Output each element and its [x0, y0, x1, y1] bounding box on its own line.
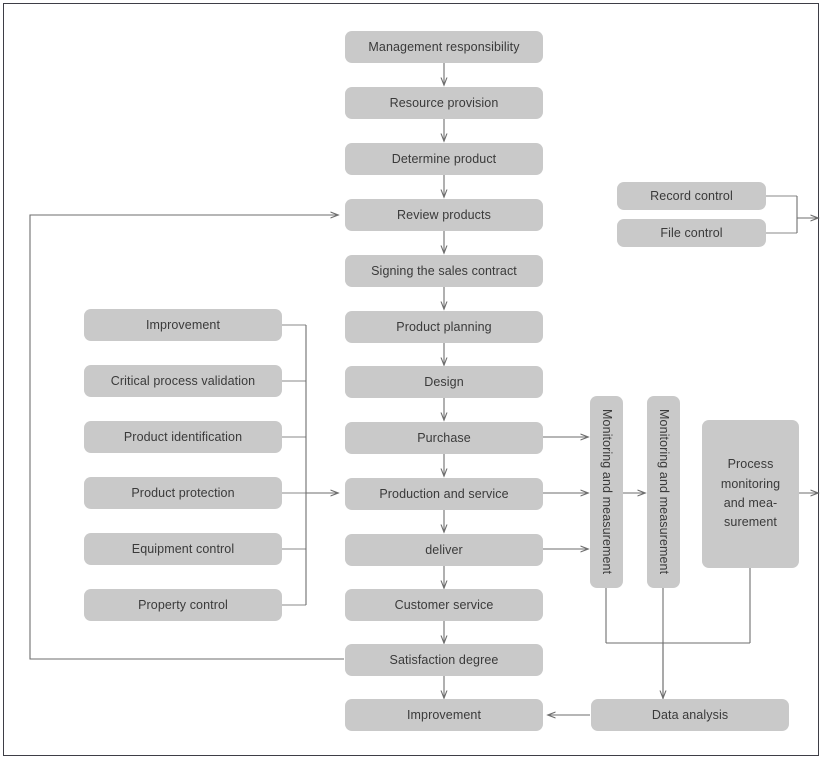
node-resource-provision[interactable]: Resource provision [345, 87, 543, 119]
node-critical-process-validation[interactable]: Critical process validation [84, 365, 282, 397]
node-improvement[interactable]: Improvement [84, 309, 282, 341]
data-analysis-collector-wire [605, 568, 751, 715]
node-design[interactable]: Design [345, 366, 543, 398]
node-product-planning[interactable]: Product planning [345, 311, 543, 343]
node-process-monitoring-and-measurement[interactable]: Process monitoring and mea- surement [702, 420, 799, 568]
node-property-control[interactable]: Property control [84, 589, 282, 621]
document-control-wire [766, 195, 818, 234]
node-customer-service[interactable]: Customer service [345, 589, 543, 621]
process-monitoring-line-4: surement [724, 515, 777, 530]
monitoring-input-wires [543, 437, 588, 549]
node-review-products[interactable]: Review products [345, 199, 543, 231]
node-purchase[interactable]: Purchase [345, 422, 543, 454]
node-production-and-service[interactable]: Production and service [345, 478, 543, 510]
node-monitoring-and-measurement-1[interactable]: Monitoring and measurement [590, 396, 623, 588]
node-signing-the-sales-contract[interactable]: Signing the sales contract [345, 255, 543, 287]
left-bus-wire [282, 324, 338, 606]
node-deliver[interactable]: deliver [345, 534, 543, 566]
node-data-analysis[interactable]: Data analysis [591, 699, 789, 731]
node-product-identification[interactable]: Product identification [84, 421, 282, 453]
node-record-control[interactable]: Record control [617, 182, 766, 210]
process-monitoring-line-2: monitoring [720, 476, 781, 491]
node-improvement-bottom[interactable]: Improvement [345, 699, 543, 731]
process-monitoring-line-1: Process [727, 457, 774, 472]
node-file-control[interactable]: File control [617, 219, 766, 247]
node-determine-product[interactable]: Determine product [345, 143, 543, 175]
node-product-protection[interactable]: Product protection [84, 477, 282, 509]
node-equipment-control[interactable]: Equipment control [84, 533, 282, 565]
node-monitoring-and-measurement-2[interactable]: Monitoring and measurement [647, 396, 680, 588]
node-management-responsibility[interactable]: Management responsibility [345, 31, 543, 63]
process-monitoring-line-3: and mea- [723, 496, 778, 510]
node-satisfaction-degree[interactable]: Satisfaction degree [345, 644, 543, 676]
